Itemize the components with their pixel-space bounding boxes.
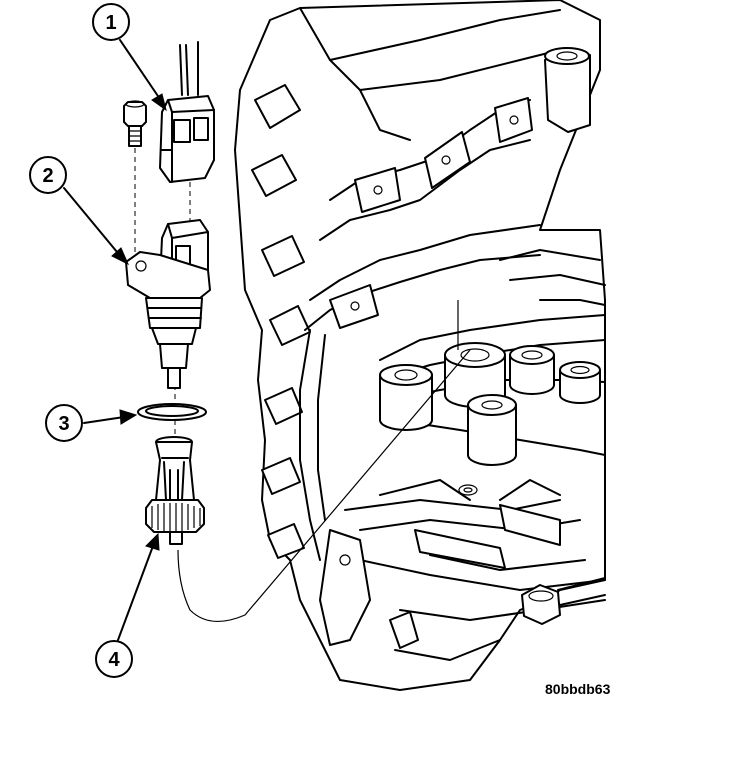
retaining-bolt xyxy=(123,100,147,147)
case-boss-bore xyxy=(509,345,555,395)
case-bolt xyxy=(521,577,606,625)
callout-2: 2 xyxy=(29,156,130,266)
case-boss-bore xyxy=(559,361,601,404)
callout-3: 3 xyxy=(45,404,138,442)
figure-code: 80bbdb63 xyxy=(545,681,611,697)
case-boss-bore xyxy=(467,394,517,466)
callout-4-label: 4 xyxy=(108,649,120,671)
pinion-gear-adapter xyxy=(145,436,205,545)
callout-3-label: 3 xyxy=(58,413,69,435)
wiring-harness xyxy=(179,41,199,96)
harness-connector xyxy=(159,95,215,183)
callout-1: 1 xyxy=(92,3,167,112)
install-location-leader xyxy=(177,300,471,622)
case-boss-bore xyxy=(379,364,433,431)
speed-sensor xyxy=(125,219,211,389)
callout-4: 4 xyxy=(95,532,160,678)
callout-1-label: 1 xyxy=(105,12,116,34)
callout-2-label: 2 xyxy=(42,165,53,187)
o-ring-seal xyxy=(137,403,207,421)
